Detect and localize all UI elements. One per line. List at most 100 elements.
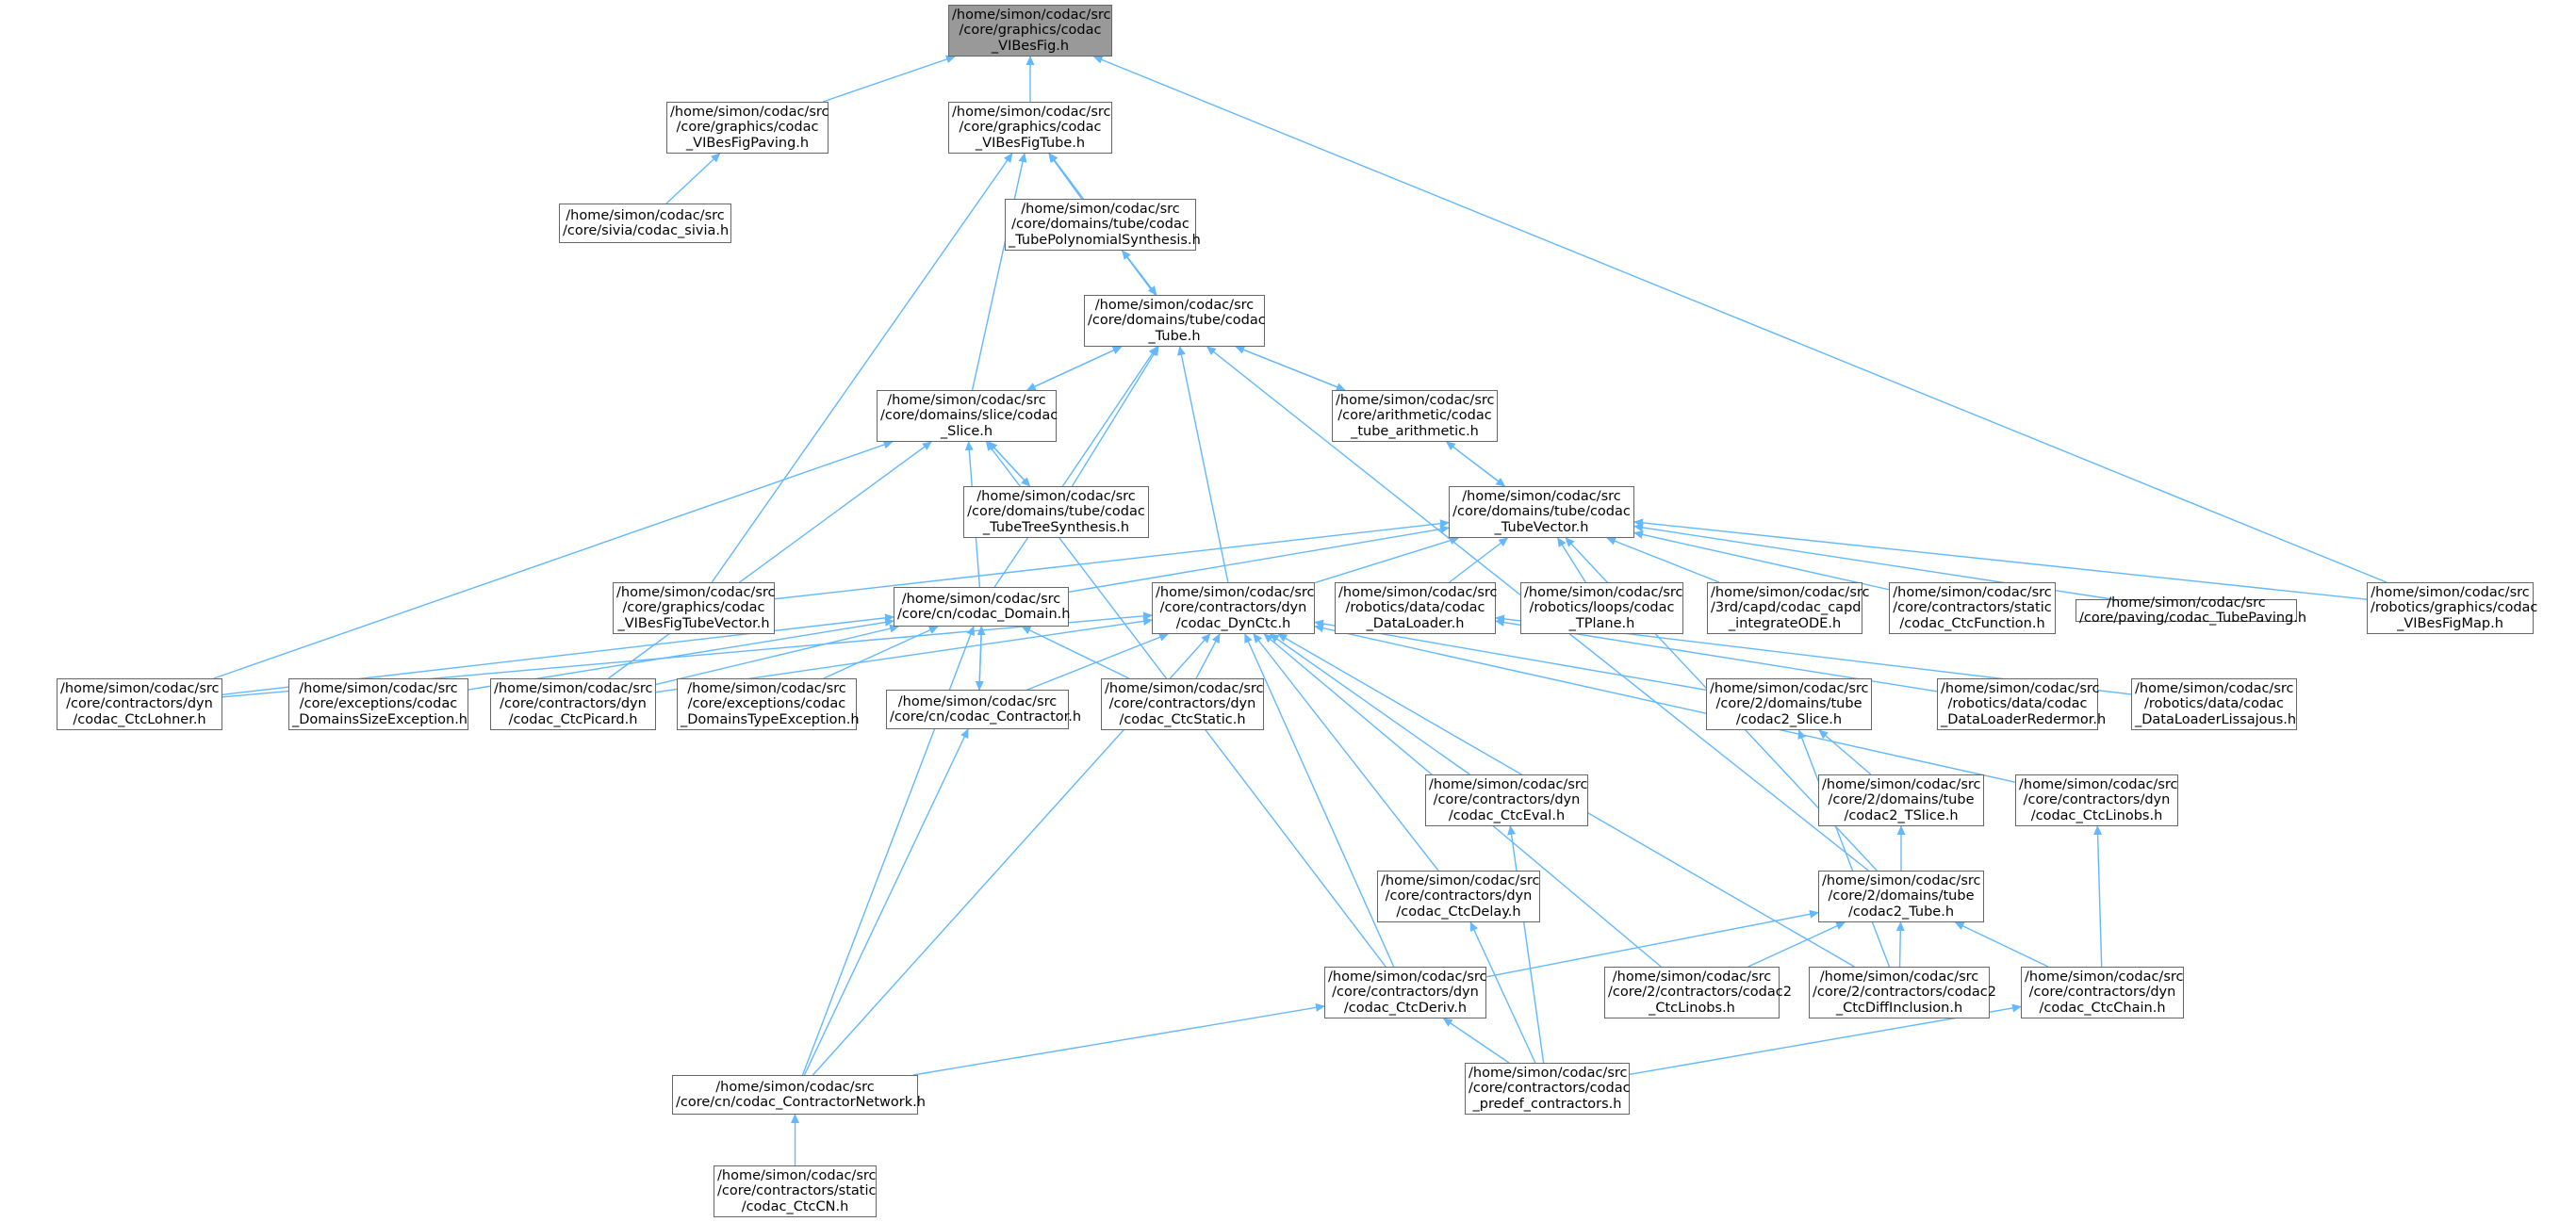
node-capd[interactable]: /home/simon/codac/src/3rd/capd/codac_cap… — [1707, 582, 1870, 634]
node-dataloader[interactable]: /home/simon/codac/src/robotics/data/coda… — [1335, 582, 1498, 634]
node-label-line: /codac_CtcStatic.h — [1119, 711, 1246, 727]
node-tubepaving[interactable]: /home/simon/codac/src/core/paving/codac_… — [2076, 595, 2306, 626]
node-label-line: /core/graphics/codac — [622, 600, 765, 616]
node-c2tube[interactable]: /home/simon/codac/src/core/2/domains/tub… — [1818, 871, 1984, 922]
node-ctcderiv[interactable]: /home/simon/codac/src/core/contractors/d… — [1324, 967, 1487, 1018]
node-label-line: _TPlane.h — [1568, 615, 1635, 631]
node-ctccn[interactable]: /home/simon/codac/src/core/contractors/s… — [714, 1165, 877, 1217]
node-tplane[interactable]: /home/simon/codac/src/robotics/loops/cod… — [1520, 582, 1683, 634]
node-redermor[interactable]: /home/simon/codac/src/robotics/data/coda… — [1937, 678, 2106, 730]
node-label-line: /core/exceptions/codac — [687, 696, 846, 712]
node-label-line: /core/2/domains/tube — [1828, 792, 1975, 808]
node-label-line: /codac_CtcDelay.h — [1396, 904, 1521, 920]
node-label-line: /home/simon/codac/src — [2107, 595, 2266, 611]
node-c2slice[interactable]: /home/simon/codac/src/core/2/domains/tub… — [1706, 678, 1872, 730]
node-label-line: /core/exceptions/codac — [299, 696, 458, 712]
node-vibesfigtubevector[interactable]: /home/simon/codac/src/core/graphics/coda… — [613, 582, 776, 634]
node-slice[interactable]: /home/simon/codac/src/core/domains/slice… — [877, 390, 1058, 442]
node-label-line: /home/simon/codac/src — [1462, 488, 1621, 504]
edge-vibesfigmap-to-tubevector — [1633, 518, 2368, 600]
node-vibesfigtube[interactable]: /home/simon/codac/src/core/graphics/coda… — [948, 102, 1112, 154]
node-ctcfunction[interactable]: /home/simon/codac/src/core/contractors/s… — [1889, 582, 2056, 634]
node-label-line: /home/simon/codac/src — [1336, 392, 1495, 408]
edge-tube-to-slice — [1025, 346, 1122, 391]
node-sivia[interactable]: /home/simon/codac/src/core/sivia/codac_s… — [559, 204, 731, 243]
node-label-line: /robotics/data/codac — [1345, 600, 1485, 616]
node-label-line: _tube_arithmetic.h — [1351, 423, 1479, 439]
node-label-line: /home/simon/codac/src — [60, 680, 220, 696]
node-tubepolysynth[interactable]: /home/simon/codac/src/core/domains/tube/… — [1005, 199, 1201, 251]
node-label-line: /codac_CtcLinobs.h — [2030, 807, 2163, 823]
node-domsizeexc[interactable]: /home/simon/codac/src/core/exceptions/co… — [288, 678, 468, 730]
node-c2linobs[interactable]: /home/simon/codac/src/core/2/contractors… — [1604, 967, 1792, 1018]
node-label-line: /home/simon/codac/src — [616, 584, 776, 600]
node-label-line: /codac2_Slice.h — [1735, 711, 1843, 727]
node-dynctc[interactable]: /home/simon/codac/src/core/contractors/d… — [1152, 582, 1315, 634]
node-label-line: /core/domains/slice/codac — [880, 408, 1058, 424]
edge-domtypeexc-to-domain — [823, 626, 939, 679]
node-domain[interactable]: /home/simon/codac/src/core/cn/codac_Doma… — [894, 587, 1070, 627]
node-label-line: /core/cn/codac_Contractor.h — [890, 709, 1082, 725]
node-cnetwork[interactable]: /home/simon/codac/src/core/cn/codac_Cont… — [672, 1075, 926, 1115]
edge-cnetwork-to-contractor — [803, 728, 969, 1076]
node-label-line: /home/simon/codac/src — [901, 591, 1061, 607]
edge-ctclinobs-to-dynctc — [1314, 624, 2016, 783]
edge-ctclohner-to-slice — [213, 440, 894, 679]
node-tube[interactable]: /home/simon/codac/src/core/domains/tube/… — [1084, 295, 1266, 347]
node-vibesfig[interactable]: /home/simon/codac/src/core/graphics/coda… — [948, 5, 1112, 57]
node-contractor[interactable]: /home/simon/codac/src/core/cn/codac_Cont… — [886, 690, 1082, 729]
node-vibesfigmap[interactable]: /home/simon/codac/src/robotics/graphics/… — [2367, 582, 2537, 634]
node-label-line: _DomainsSizeException.h — [292, 711, 468, 727]
edge-ctcpicard-to-domain — [655, 624, 900, 686]
edge-c2linobs-to-c2tube — [1747, 921, 1846, 968]
node-label-line: /core/contractors/static — [717, 1183, 877, 1199]
node-ctcpicard[interactable]: /home/simon/codac/src/core/contractors/d… — [490, 678, 656, 730]
edge-ctcderiv-to-c2tube — [1485, 909, 1819, 978]
node-label-line: /home/simon/codac/src — [1156, 584, 1315, 600]
node-tubetreesynth[interactable]: /home/simon/codac/src/core/domains/tube/… — [963, 486, 1149, 538]
node-lissajous[interactable]: /home/simon/codac/src/robotics/data/coda… — [2131, 678, 2297, 730]
node-ctclinobs[interactable]: /home/simon/codac/src/core/contractors/d… — [2015, 774, 2178, 826]
node-label-line: /robotics/data/codac — [2143, 696, 2285, 712]
node-ctcdelay[interactable]: /home/simon/codac/src/core/contractors/d… — [1377, 871, 1540, 922]
node-label-line: /home/simon/codac/src — [494, 680, 653, 696]
node-label-line: _VIBesFigPaving.h — [685, 135, 810, 151]
node-label-line: _CtcDiffInclusion.h — [1835, 1000, 1963, 1016]
node-label-line: _predef_contractors.h — [1472, 1096, 1622, 1112]
node-label-line: /core/sivia/codac_sivia.h — [563, 223, 730, 238]
node-label-line: /home/simon/codac/src — [1711, 584, 1870, 600]
node-label-line: _DataLoader.h — [1366, 615, 1465, 631]
node-label-line: /core/contractors/dyn — [66, 696, 213, 712]
node-label-line: /home/simon/codac/src — [1710, 680, 1869, 696]
node-label-line: _Slice.h — [940, 423, 993, 439]
edge-ctcstatic-to-dynctc — [1195, 633, 1221, 679]
node-c2diffincl[interactable]: /home/simon/codac/src/core/2/contractors… — [1809, 967, 1996, 1018]
node-vibesfigpaving[interactable]: /home/simon/codac/src/core/graphics/coda… — [666, 102, 829, 154]
node-ctcchain[interactable]: /home/simon/codac/src/core/contractors/d… — [2021, 967, 2184, 1018]
node-label-line: /core/graphics/codac — [959, 120, 1102, 136]
node-label-line: /home/simon/codac/src — [717, 1167, 877, 1183]
edge-sivia-to-vibesfigpaving — [665, 153, 721, 204]
node-ctclohner[interactable]: /home/simon/codac/src/core/contractors/d… — [57, 678, 222, 730]
node-label-line: _Tube.h — [1148, 328, 1201, 344]
node-c2tslice[interactable]: /home/simon/codac/src/core/2/domains/tub… — [1818, 774, 1984, 826]
node-tubevector[interactable]: /home/simon/codac/src/core/domains/tube/… — [1449, 486, 1634, 538]
node-label-line: _VIBesFigMap.h — [2397, 615, 2503, 631]
node-label-line: _TubeVector.h — [1494, 519, 1589, 535]
edge-slice-to-vibesfigtube — [971, 153, 1027, 391]
node-predef[interactable]: /home/simon/codac/src/core/contractors/c… — [1465, 1063, 1631, 1115]
node-label-line: /core/contractors/dyn — [500, 696, 647, 712]
edge-vibesfigtubevector-to-tubevector — [774, 519, 1450, 600]
edge-ctcderiv-to-dynctc — [1244, 633, 1395, 968]
node-tubearith[interactable]: /home/simon/codac/src/core/arithmetic/co… — [1332, 390, 1498, 442]
node-ctcstatic[interactable]: /home/simon/codac/src/core/contractors/d… — [1101, 678, 1264, 730]
node-label-line: _TubeTreeSynthesis.h — [982, 519, 1130, 535]
node-domtypeexc[interactable]: /home/simon/codac/src/core/exceptions/co… — [677, 678, 860, 730]
node-label-line: /home/simon/codac/src — [1105, 680, 1264, 696]
node-label-line: _VIBesFigTube.h — [975, 135, 1086, 151]
node-label-line: /home/simon/codac/src — [2371, 584, 2530, 600]
node-ctceval[interactable]: /home/simon/codac/src/core/contractors/d… — [1425, 774, 1588, 826]
edge-ctcchain-to-c2tube — [1954, 921, 2049, 968]
node-label-line: /codac_CtcEval.h — [1448, 807, 1566, 823]
